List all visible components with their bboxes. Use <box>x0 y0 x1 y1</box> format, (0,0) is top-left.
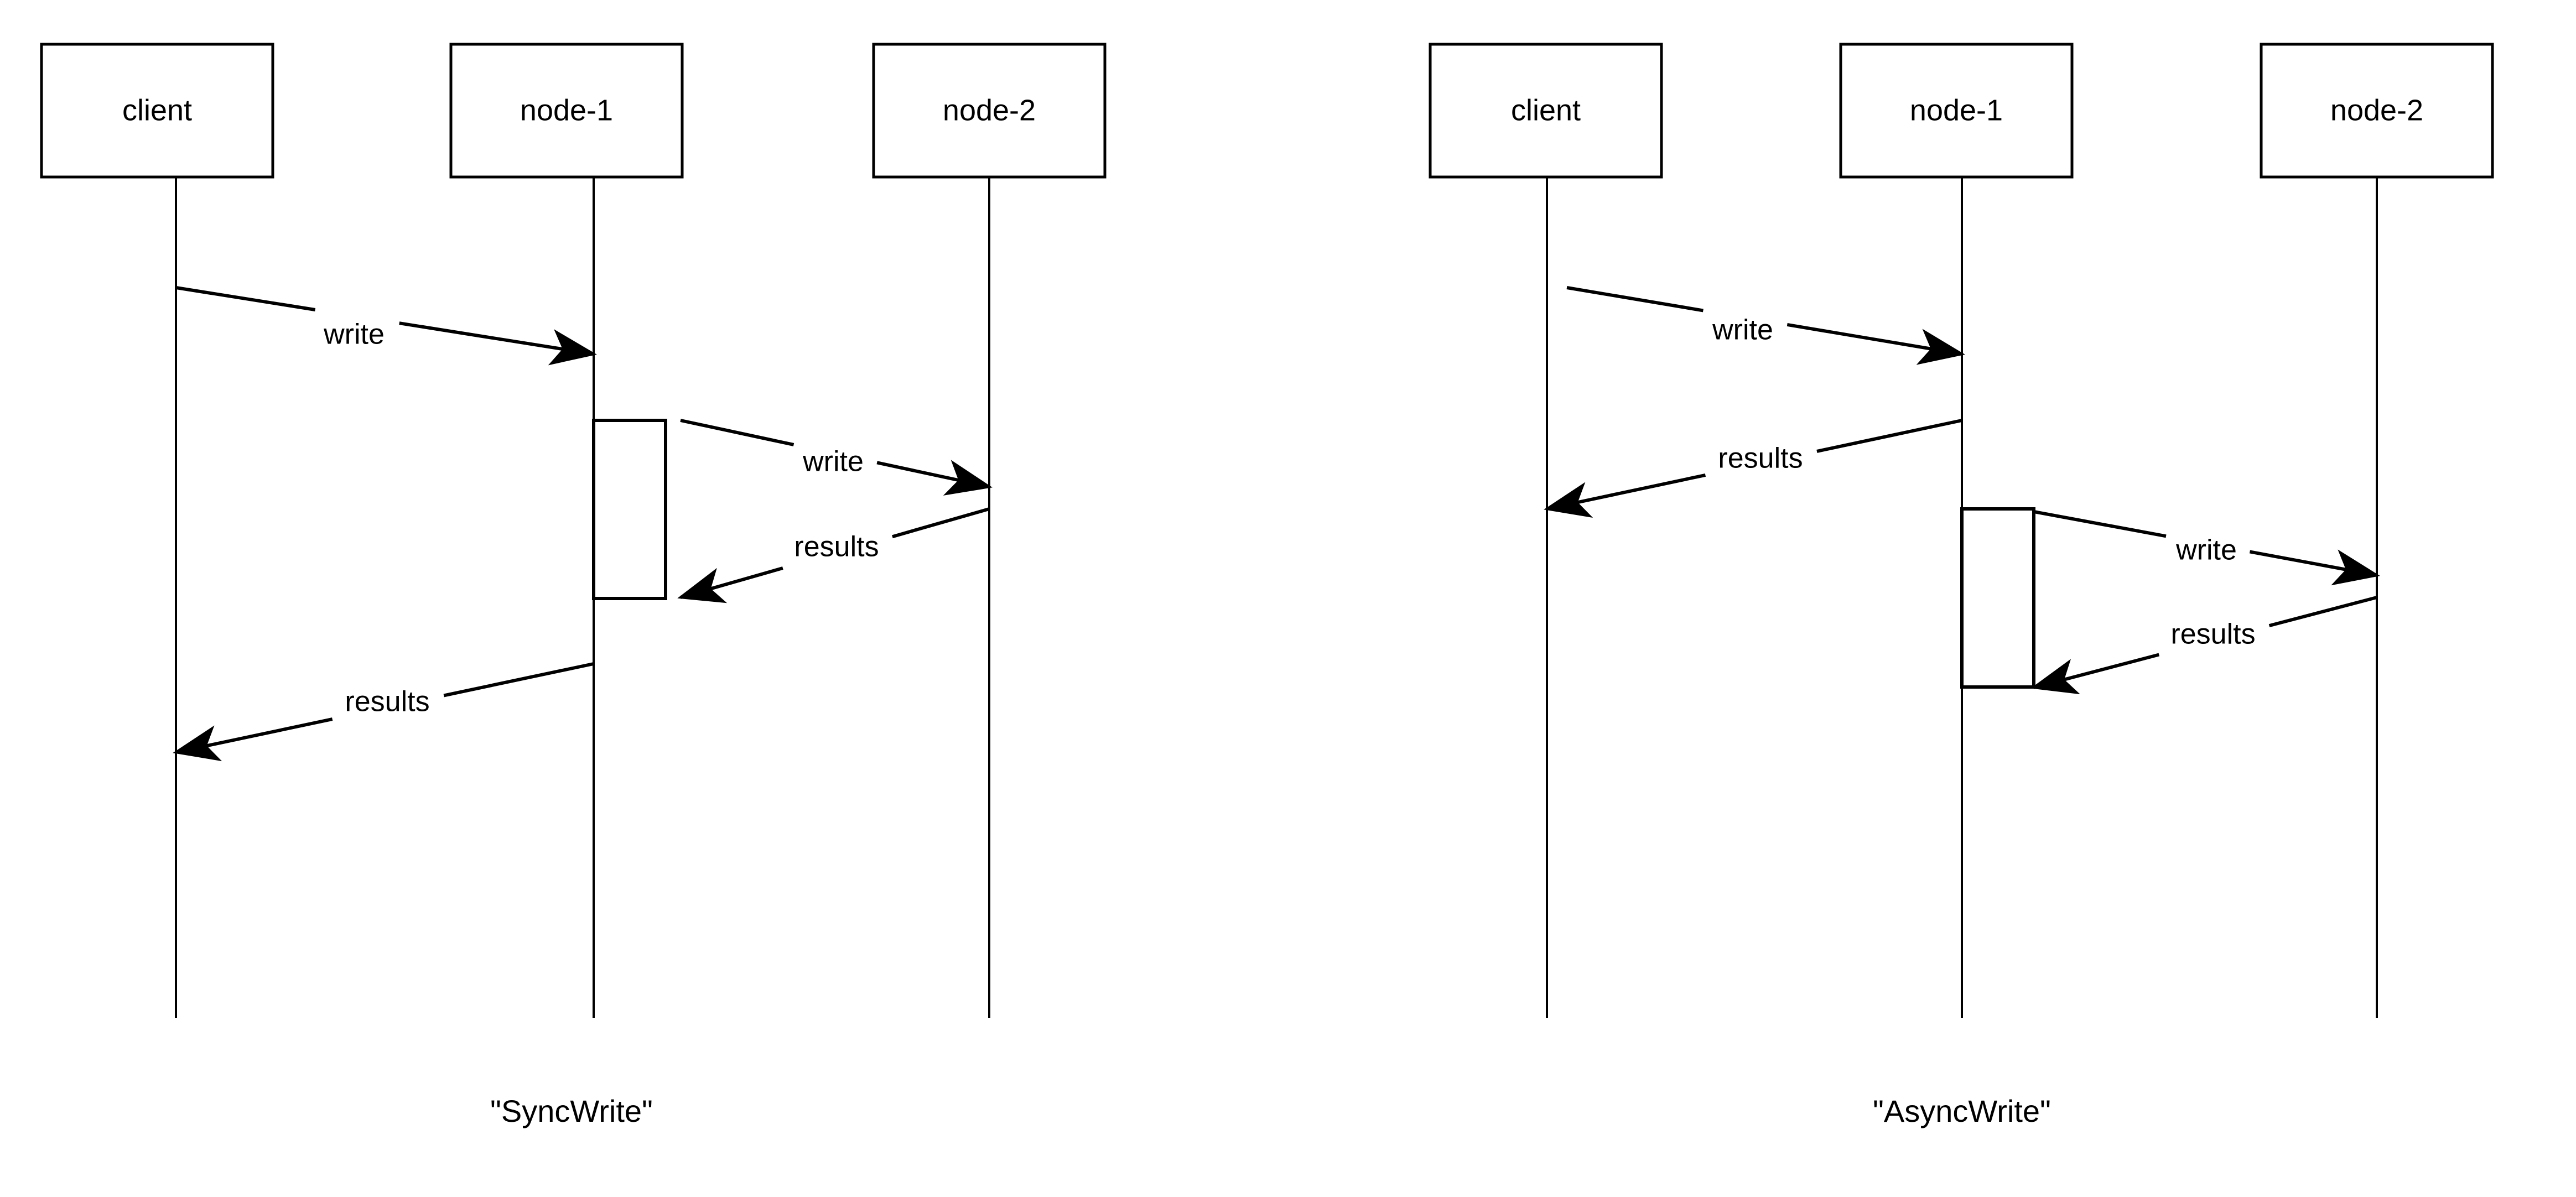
message-label-node1-write-node2: write <box>802 446 864 478</box>
message-arrow <box>1544 473 1706 518</box>
message-arrow <box>1786 322 1965 365</box>
message-node1-results-client[interactable]: results <box>1544 419 1962 518</box>
message-label-node1-results-client: results <box>345 686 429 718</box>
sequence-diagram-async-write: client node-1 node-2 write results write resul… <box>1429 43 2494 1128</box>
message-line-segment <box>2268 596 2377 628</box>
message-arrow <box>399 321 597 366</box>
participant-box-node-2[interactable] <box>2260 43 2494 179</box>
message-label-node2-results-node1: results <box>2170 618 2255 650</box>
message-node2-results-node1[interactable]: results <box>677 507 990 603</box>
participant-box-client[interactable] <box>40 43 274 179</box>
participant-label-client: client <box>122 93 192 127</box>
participant-label-node-2: node-2 <box>943 93 1036 127</box>
diagram-caption-async-write: "AsyncWrite" <box>1873 1094 2051 1128</box>
message-node1-write-node2[interactable]: write <box>680 419 993 496</box>
message-arrow <box>677 566 783 603</box>
participant-label-node-1: node-1 <box>520 93 613 127</box>
message-label-node2-results-node1: results <box>794 531 879 563</box>
participant-label-client: client <box>1511 93 1581 127</box>
message-label-node1-results-client: results <box>1718 443 1803 475</box>
message-line-segment <box>680 419 794 446</box>
participant-label-node-2: node-2 <box>2330 93 2423 127</box>
message-node1-results-client[interactable]: results <box>173 662 594 762</box>
participant-box-node-2[interactable] <box>872 43 1107 179</box>
message-line-segment <box>175 286 316 311</box>
message-arrow <box>173 717 333 762</box>
participant-label-node-1: node-1 <box>1910 93 2003 127</box>
message-label-node1-write-node2: write <box>2175 534 2237 566</box>
message-client-write-node1[interactable]: write <box>1566 286 1965 365</box>
activation-bar-node-1-activation[interactable] <box>1960 507 2035 689</box>
sequence-diagram-sync-write: client node-1 node-2 write write results resul… <box>40 43 1107 1128</box>
message-arrow <box>876 460 993 496</box>
message-label-client-write-node1: write <box>1712 314 1773 346</box>
message-line-segment <box>1566 286 1704 313</box>
participant-box-node-1[interactable] <box>1839 43 2074 179</box>
diagram-caption-sync-write: "SyncWrite" <box>490 1094 653 1128</box>
message-line-segment <box>892 507 990 539</box>
message-line-segment <box>443 662 594 698</box>
message-line-segment <box>1816 419 1962 453</box>
message-node2-results-node1[interactable]: results <box>2030 596 2377 695</box>
activation-bar-node-1-activation[interactable] <box>592 419 667 600</box>
message-line-segment <box>2033 510 2167 538</box>
message-node1-write-node2[interactable]: write <box>2033 510 2380 586</box>
message-arrow <box>2249 549 2380 586</box>
participant-box-node-1[interactable] <box>449 43 684 179</box>
message-arrow <box>2030 653 2160 695</box>
message-client-write-node1[interactable]: write <box>175 286 597 366</box>
message-label-client-write-node1: write <box>323 319 385 351</box>
participant-box-client[interactable] <box>1429 43 1663 179</box>
